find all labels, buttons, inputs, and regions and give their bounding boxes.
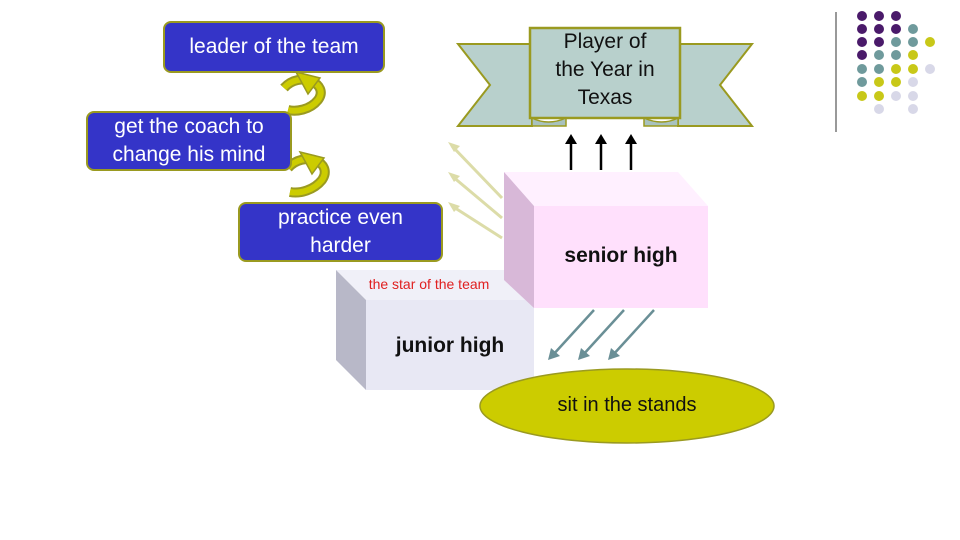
junior-high-label: junior high (395, 334, 505, 357)
star-of-team-caption: the star of the team (368, 276, 490, 292)
senior-high-label: senior high (564, 244, 678, 267)
up-arrows (565, 134, 637, 170)
banner-text: Player of the Year in Texas (555, 30, 655, 109)
down-arrows (548, 309, 655, 360)
faint-arrows (448, 142, 504, 240)
curved-arrow-bottom (284, 150, 330, 198)
banner-ribbon (455, 26, 755, 127)
practice-harder-box: practice even harder (238, 202, 443, 262)
stands-label: sit in the stands (557, 394, 697, 416)
stands-ellipse (479, 368, 775, 444)
dot-grid-decoration (835, 11, 935, 132)
get-coach-box: get the coach to change his mind (86, 111, 292, 171)
senior-high-block (504, 172, 708, 308)
curved-arrow-top (280, 70, 326, 116)
junior-high-block (336, 270, 534, 390)
leader-of-team-box: leader of the team (163, 21, 385, 73)
